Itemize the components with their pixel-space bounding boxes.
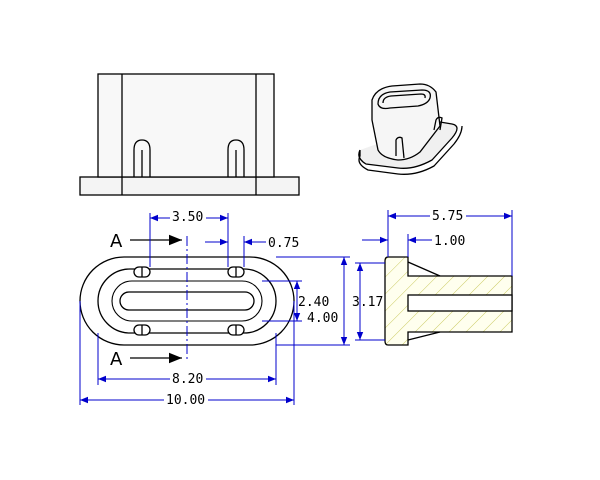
section-body-taper [407, 261, 441, 341]
section-cut-line: A A [110, 231, 188, 370]
dim-flange-thickness: 1.00 [434, 234, 465, 249]
front-pin-left [133, 139, 151, 177]
dim-slot-height: 2.40 [298, 295, 329, 310]
front-flange [79, 176, 300, 196]
dim-overall-depth: 5.75 [432, 209, 463, 224]
dim-pin-width: 0.75 [268, 236, 299, 251]
dim-body-height: 4.00 [307, 311, 338, 326]
iso-body [371, 83, 441, 161]
iso-pin-left [395, 136, 405, 159]
isometric-view [358, 83, 463, 175]
dim-overall-length: 10.00 [166, 393, 205, 408]
dim-plug-height: 3.17 [352, 295, 383, 310]
front-body [97, 73, 275, 178]
dim-slot-length: 8.20 [172, 372, 203, 387]
front-pin-right [227, 139, 245, 177]
front-elevation-view [79, 73, 300, 196]
iso-pin-right [433, 116, 443, 131]
section-label-bottom: A [110, 349, 123, 370]
dim-pin-spacing: 3.50 [172, 210, 203, 225]
section-view [384, 256, 513, 346]
top-view-dimensions [79, 213, 350, 405]
section-slot [407, 294, 513, 312]
section-label-top: A [110, 231, 123, 252]
iso-slot [377, 89, 431, 110]
